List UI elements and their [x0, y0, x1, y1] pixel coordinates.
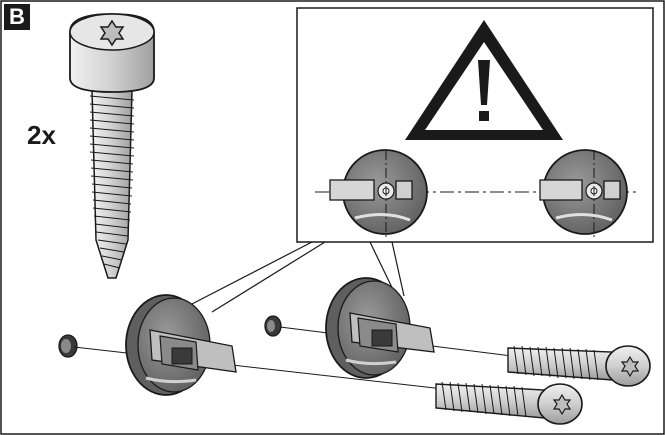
step-label: B — [4, 4, 30, 30]
wall-plug-icon — [264, 315, 282, 337]
wall-plug-icon — [58, 334, 78, 358]
wall-anchor-disc-icon — [125, 294, 237, 396]
warning-callout — [296, 7, 654, 243]
warning-triangle-icon — [405, 20, 563, 140]
wall-anchor-disc-icon — [325, 277, 435, 379]
quantity-label: 2x — [27, 120, 56, 150]
wall-anchor-disc-icon — [329, 149, 428, 238]
torx-screw-icon — [435, 381, 583, 425]
callout-leader-lines — [189, 241, 405, 313]
wall-anchor-disc-icon — [539, 149, 628, 238]
torx-screw-icon — [507, 345, 651, 387]
torx-screw-icon — [69, 13, 155, 279]
